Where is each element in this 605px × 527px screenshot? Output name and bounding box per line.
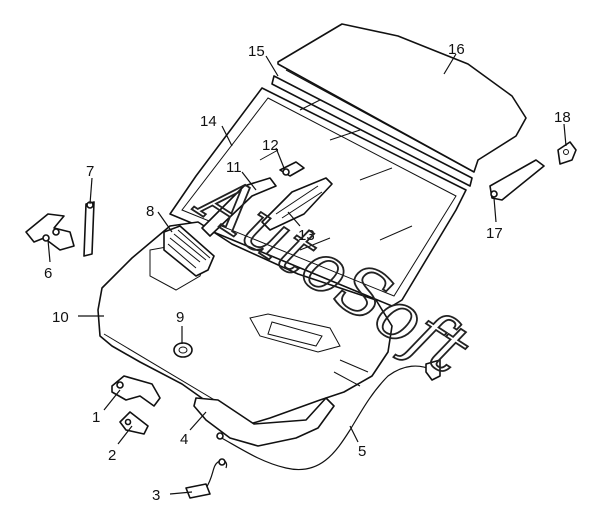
washer-jet-left — [201, 177, 277, 237]
bonnet-hinge — [25, 213, 75, 251]
callout-15: 15 — [248, 43, 265, 60]
latch-plate — [119, 411, 149, 435]
release-cable — [216, 359, 441, 471]
callout-5: 5 — [358, 443, 366, 460]
callout-2: 2 — [108, 447, 116, 464]
release-connector — [185, 458, 228, 499]
bonnet-front-seal — [193, 397, 335, 447]
roof-panel — [277, 23, 527, 173]
callout-9: 9 — [176, 309, 184, 326]
callout-13: 13 — [298, 227, 315, 244]
mirror-bracket — [557, 141, 577, 165]
callout-3: 3 — [152, 487, 160, 504]
callout-8: 8 — [146, 203, 154, 220]
pillar-trim — [489, 159, 545, 201]
callout-12: 12 — [262, 137, 279, 154]
callout-11: 11 — [226, 159, 242, 176]
bonnet-emblem — [173, 342, 193, 358]
callout-10: 10 — [52, 309, 69, 326]
callout-14: 14 — [200, 113, 217, 130]
callout-4: 4 — [180, 431, 188, 448]
callout-6: 6 — [44, 265, 52, 282]
callout-7: 7 — [86, 163, 94, 180]
callout-1: 1 — [92, 409, 100, 426]
callout-17: 17 — [486, 225, 503, 242]
callout-numbers: 1 2 3 4 5 6 7 8 9 10 11 12 13 14 15 16 1… — [44, 41, 571, 504]
leader-lines — [47, 53, 567, 495]
clip-part-12 — [279, 161, 305, 177]
windscreen-seal — [271, 75, 473, 187]
bonnet-stay — [83, 201, 95, 257]
air-intake-grille — [163, 225, 215, 277]
callout-16: 16 — [448, 41, 465, 58]
callout-18: 18 — [554, 109, 571, 126]
latch-bracket — [111, 375, 161, 407]
